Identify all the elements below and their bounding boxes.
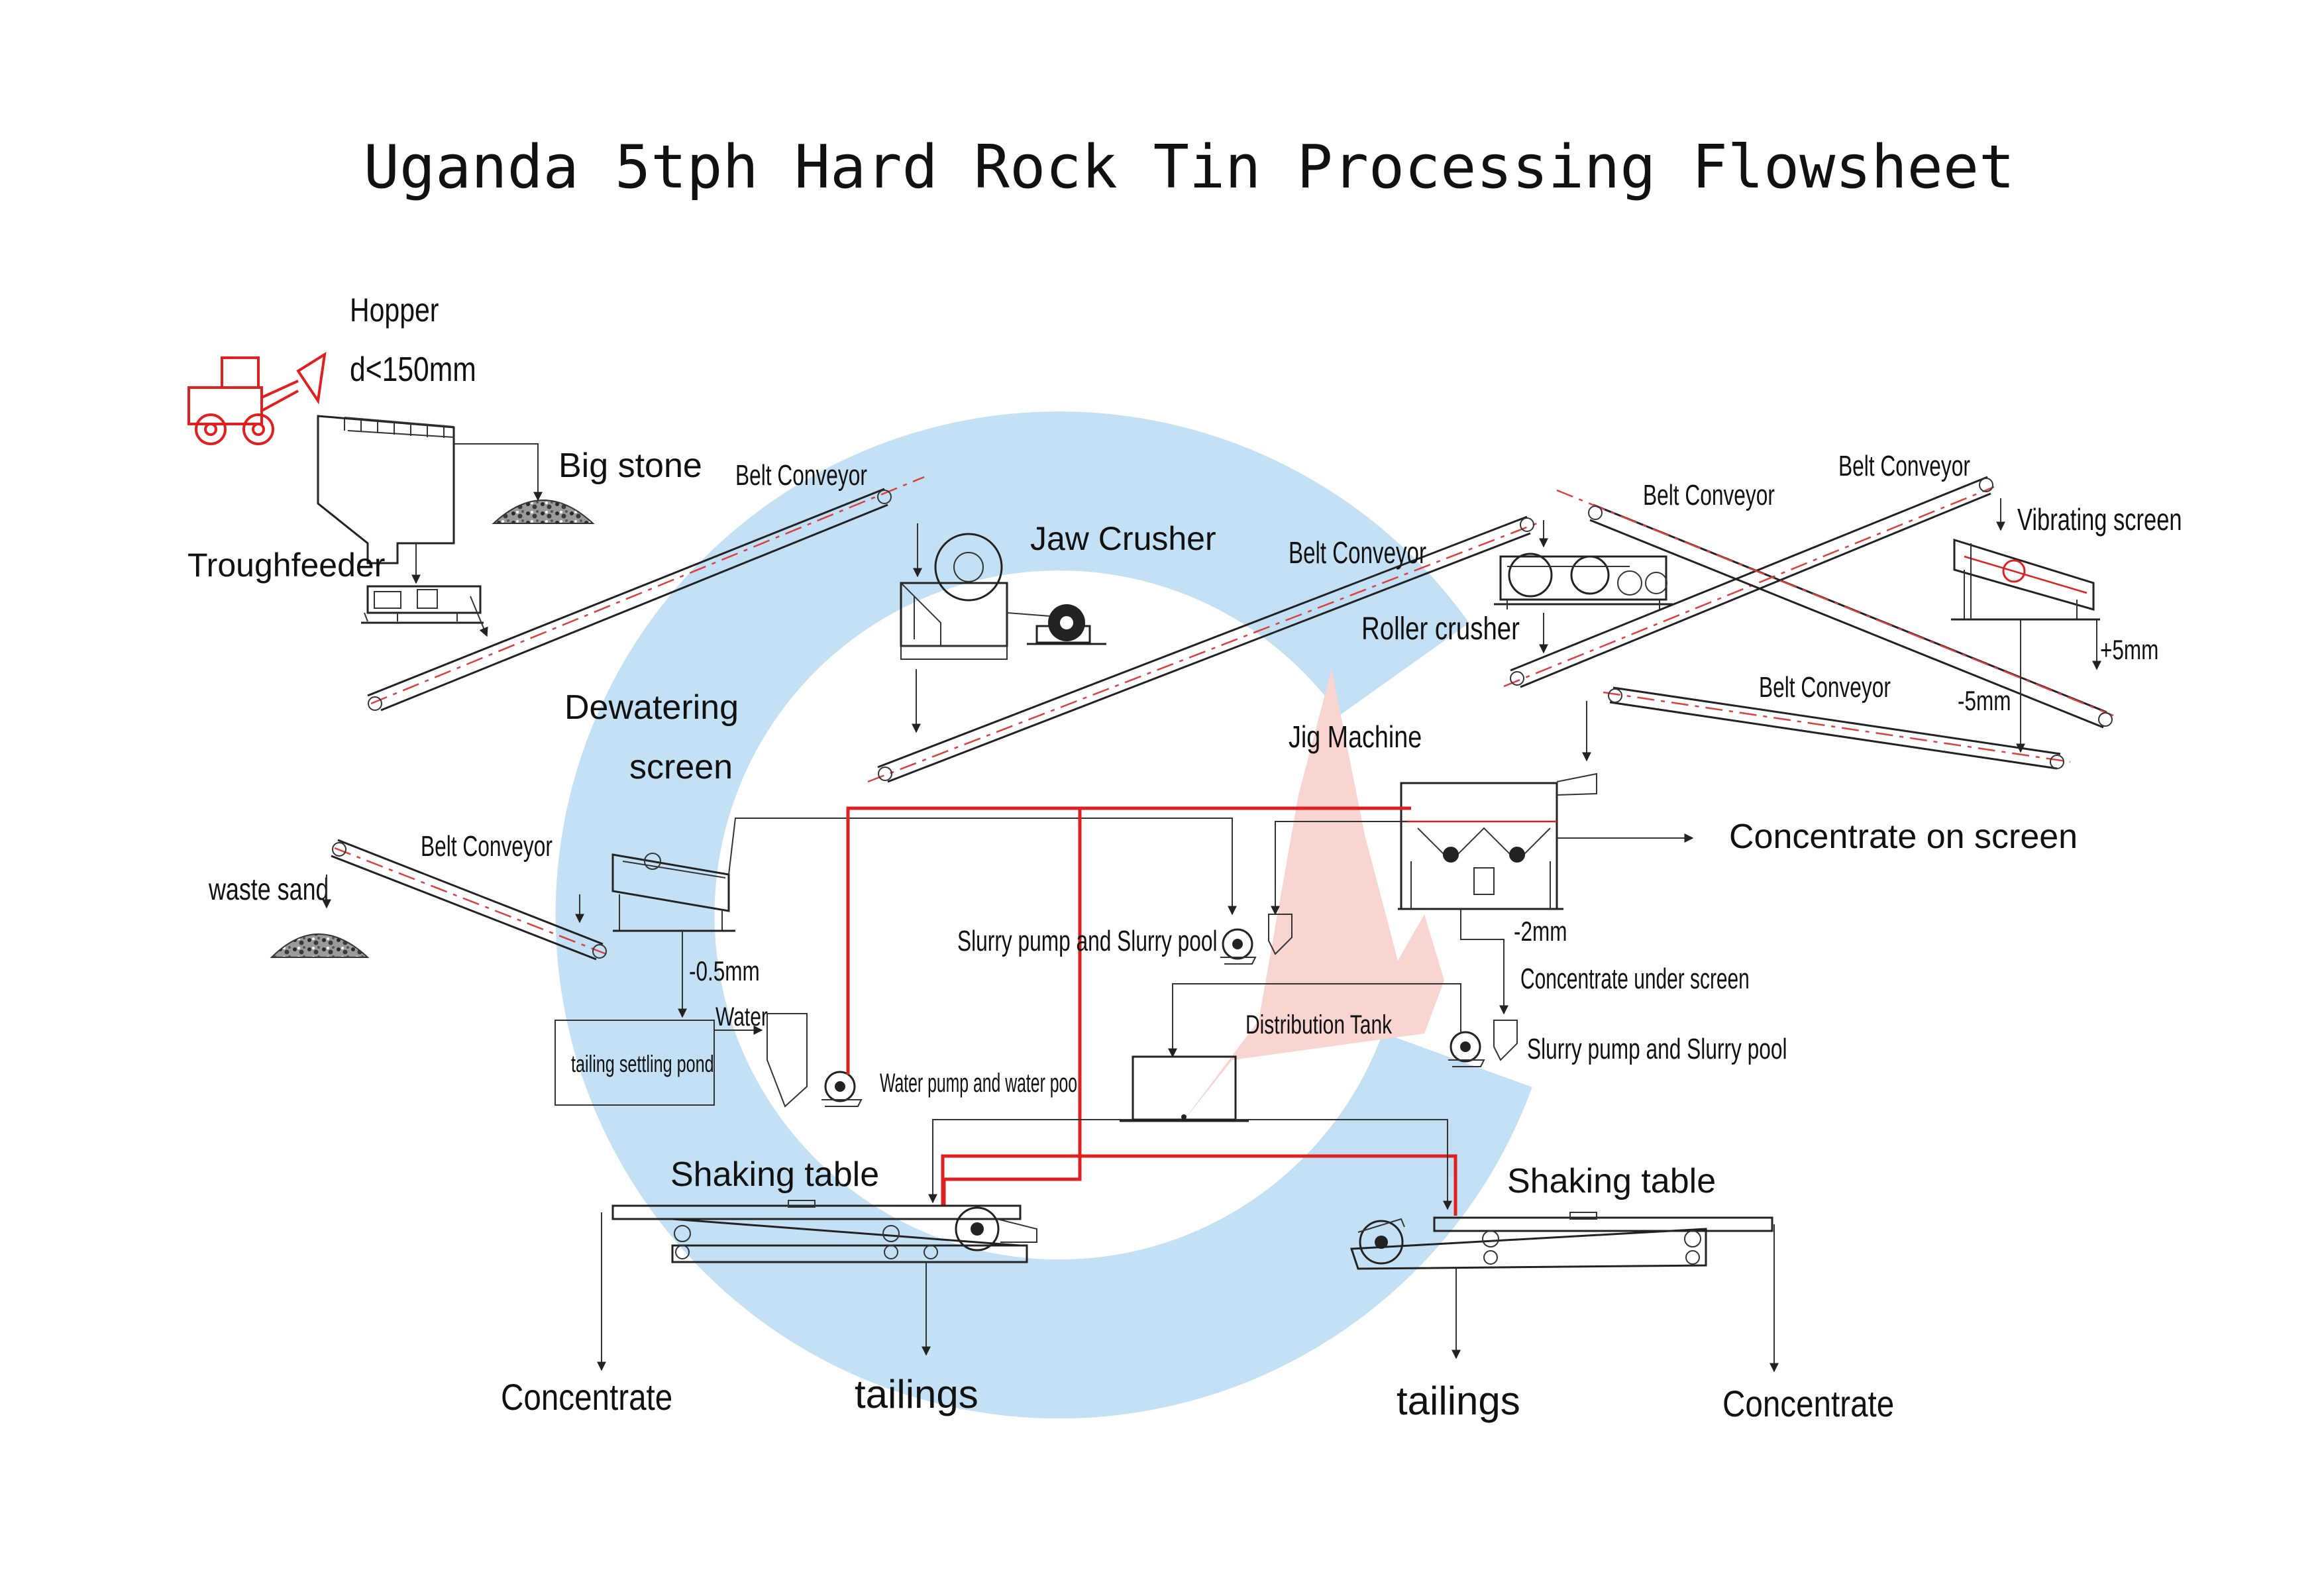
minus-05mm-label: -0.5mm [689, 955, 760, 987]
belt-conveyor-2-label: Belt Conveyor [1289, 537, 1426, 570]
roller-crusher [1494, 553, 1673, 610]
troughfeeder-label: Troughfeeder [187, 547, 385, 584]
water-label: Water [715, 1002, 768, 1032]
big-stone-pile [492, 500, 595, 524]
vibrating-screen [1951, 538, 2100, 621]
shaking-table-2-label: Shaking table [1507, 1162, 1716, 1200]
belt-conveyor-6-label: Belt Conveyor [421, 830, 553, 863]
shaking-table-2 [1349, 1212, 1773, 1270]
tailings-1-label: tailings [855, 1372, 978, 1416]
jig-machine-label: Jig Machine [1289, 719, 1422, 753]
belt-conveyor-3-label: Belt Conveyor [1838, 450, 1970, 482]
hopper [317, 415, 455, 564]
concentrate-on-screen-label: Concentrate on screen [1729, 818, 2078, 856]
slurry-pump-pool-1-label: Slurry pump and Slurry pool [957, 925, 1218, 957]
plus-5mm-label: +5mm [2100, 634, 2158, 666]
jaw-crusher [900, 533, 1106, 660]
slurry-pump-and-pool-2 [1448, 1020, 1518, 1067]
slurry-pump-pool-2-label: Slurry pump and Slurry pool [1527, 1033, 1787, 1065]
belt-conveyor-5 [1603, 686, 2071, 770]
concentrate-2-label: Concentrate [1722, 1383, 1894, 1424]
water-pump-and-pool [766, 1013, 863, 1108]
tailings-2-label: tailings [1397, 1379, 1520, 1423]
belt-conveyor-4-label: Belt Conveyor [1643, 479, 1775, 511]
tailing-settling-pond-label: tailing settling pond [571, 1051, 714, 1078]
feed-size-label: d<150mm [350, 350, 476, 389]
page-title: Uganda 5tph Hard Rock Tin Processing Flo… [364, 132, 2015, 202]
concentrate-under-screen-label: Concentrate under screen [1520, 962, 1750, 994]
dewatering-screen [611, 853, 735, 932]
water-pump-pool-label: Water pump and water pool [880, 1069, 1081, 1098]
belt-conveyor-6 [331, 839, 607, 961]
wheel-loader-icon [187, 352, 327, 445]
trough-feeder [361, 585, 484, 624]
minus-5mm-label: -5mm [1958, 685, 2011, 717]
concentrate-1-label: Concentrate [501, 1377, 672, 1418]
big-stone-label: Big stone [558, 447, 702, 485]
waste-sand-label: waste sand [208, 873, 329, 906]
belt-conveyor-1-label: Belt Conveyor [735, 459, 867, 492]
company-logo-watermark [555, 411, 1532, 1419]
waste-sand-pile [270, 933, 370, 958]
dewatering-screen-label: Dewatering [564, 688, 739, 727]
belt-conveyor-1 [367, 476, 925, 712]
vibrating-screen-label: Vibrating screen [2017, 502, 2182, 537]
tailing-settling-pond [555, 1020, 715, 1106]
hopper-label: Hopper [350, 292, 439, 329]
water-supply-lines [846, 806, 1457, 1216]
jaw-crusher-label: Jaw Crusher [1030, 520, 1216, 557]
jig-machine [1398, 772, 1597, 910]
slurry-pump-and-pool-1 [1220, 914, 1293, 965]
shaking-table-1-label: Shaking table [670, 1155, 879, 1194]
distribution-tank-label: Distribution Tank [1245, 1010, 1392, 1039]
belt-conveyor-2 [867, 515, 1538, 783]
roller-crusher-label: Roller crusher [1361, 611, 1520, 647]
dewatering-screen-label-2: screen [629, 748, 733, 786]
shaking-table-1 [611, 1200, 1037, 1263]
belt-conveyor-5-label: Belt Conveyor [1759, 671, 1891, 704]
distribution-tank [1120, 1055, 1249, 1122]
belt-conveyor-3 [1503, 476, 1995, 688]
minus-2mm-label: -2mm [1514, 916, 1567, 947]
